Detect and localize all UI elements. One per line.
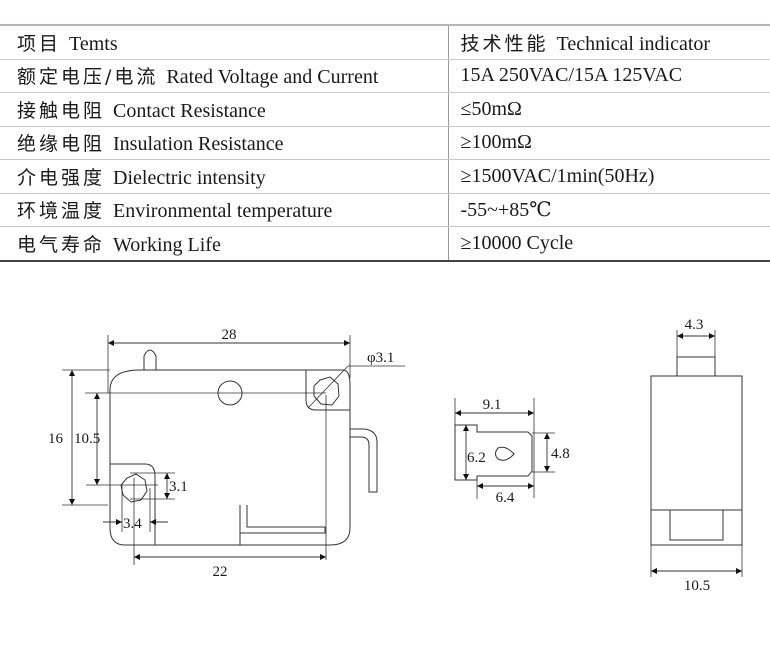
item-cell: 电气寿命 Working Life [0, 226, 449, 262]
header-item-zh: 项目 [17, 32, 62, 55]
dim-hole-spacing-horizontal: 22 [213, 564, 228, 580]
item-en: Environmental temperature [113, 200, 333, 223]
value-cell: ≥1500VAC/1min(50Hz) [448, 159, 770, 194]
item-zh: 绝缘电阻 [17, 133, 106, 156]
side-terminal [669, 509, 724, 541]
dim-height-16: 16 [48, 431, 64, 447]
value-cell: ≥10000 Cycle [448, 226, 770, 262]
table-row: 接触电阻 Contact Resistance ≤50mΩ [0, 92, 770, 127]
header-item-en: Temts [69, 32, 118, 55]
dim-hole-spacing-vertical: 10.5 [74, 431, 100, 447]
dim-width-28: 28 [222, 327, 237, 343]
value-cell: 15A 250VAC/15A 125VAC [448, 59, 770, 93]
item-cell: 额定电压/电流 Rated Voltage and Current [0, 59, 449, 93]
terminal-bottom-shape [239, 505, 326, 534]
dim-tab-height: 4.8 [551, 446, 570, 462]
mount-hole-box-bottom [110, 463, 156, 545]
spec-table: 项目 Temts 技术性能 Technical indicator 额定电压/电流 R… [0, 24, 770, 262]
item-zh: 接触电阻 [17, 99, 106, 122]
item-zh: 介电强度 [17, 166, 106, 189]
item-cell: 接触电阻 Contact Resistance [0, 92, 449, 127]
side-view-drawing [650, 330, 743, 577]
item-en: Rated Voltage and Current [166, 66, 379, 89]
side-plunger [676, 356, 716, 377]
item-cell: 介电强度 Dielectric intensity [0, 159, 449, 194]
terminal-outline [454, 424, 533, 481]
dim-tab-width: 6.4 [496, 490, 515, 506]
value-cell: -55~+85℃ [448, 193, 770, 227]
item-en: Working Life [113, 233, 221, 256]
terminal-view-drawing [454, 398, 555, 499]
table-header-row: 项目 Temts 技术性能 Technical indicator [0, 24, 770, 60]
item-cell: 环境温度 Environmental temperature [0, 193, 449, 227]
dim-plunger-width: 4.3 [685, 317, 704, 333]
dim-body-width: 10.5 [684, 578, 710, 594]
header-item-cell: 项目 Temts [0, 24, 449, 60]
item-zh: 环境温度 [17, 200, 106, 223]
value-cell: ≤50mΩ [448, 92, 770, 127]
front-view-drawing [62, 335, 405, 565]
dim-hole-diameter: φ3.1 [367, 350, 394, 366]
dim-terminal-height: 6.2 [467, 450, 486, 466]
table-row: 介电强度 Dielectric intensity ≥1500VAC/1min(5… [0, 159, 770, 194]
table-row: 环境温度 Environmental temperature -55~+85℃ [0, 193, 770, 227]
value-cell: ≥100mΩ [448, 126, 770, 160]
table-row: 绝缘电阻 Insulation Resistance ≥100mΩ [0, 126, 770, 160]
switch-body-outline [109, 369, 351, 546]
terminal-hole [495, 446, 515, 461]
mount-hole-top [313, 376, 340, 406]
plunger [143, 349, 157, 370]
item-en: Contact Resistance [113, 99, 266, 122]
table-row: 电气寿命 Working Life ≥10000 Cycle [0, 226, 770, 262]
dim-hole-size: 3.1 [169, 479, 188, 495]
item-en: Insulation Resistance [113, 133, 284, 156]
header-value-cell: 技术性能 Technical indicator [448, 24, 770, 60]
item-en: Dielectric intensity [113, 166, 266, 189]
terminal-right [350, 428, 378, 493]
header-value-zh: 技术性能 [460, 32, 549, 55]
side-body [650, 375, 743, 546]
dim-hole-offset: 3.4 [123, 516, 142, 532]
item-zh: 额定电压/电流 [17, 66, 159, 89]
item-cell: 绝缘电阻 Insulation Resistance [0, 126, 449, 160]
table-row: 额定电压/电流 Rated Voltage and Current 15A 250… [0, 59, 770, 93]
mount-hole-box-top [305, 370, 350, 411]
dim-terminal-width: 9.1 [483, 397, 502, 413]
item-zh: 电气寿命 [17, 233, 106, 256]
header-value-en: Technical indicator [556, 32, 711, 55]
